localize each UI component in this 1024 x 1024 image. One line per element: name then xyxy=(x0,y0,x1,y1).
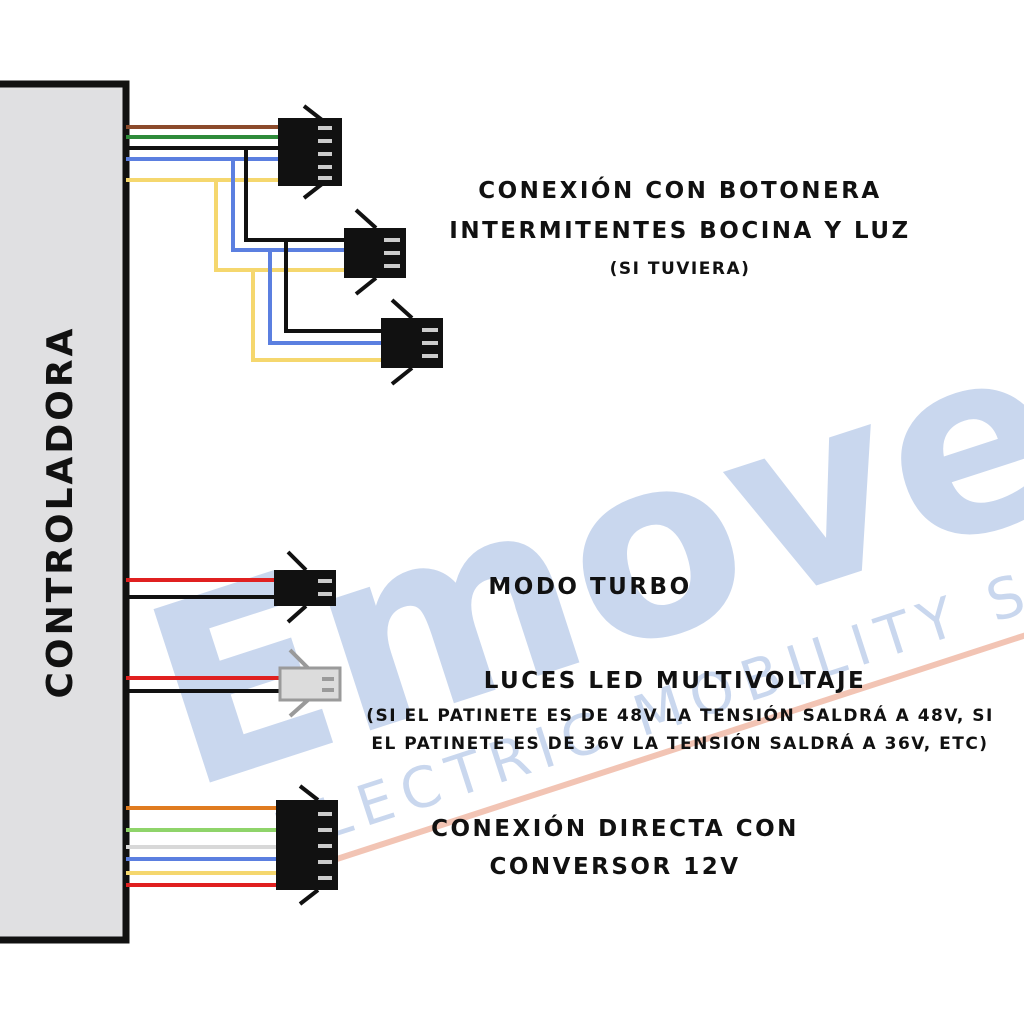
connector-botonera-branch2 xyxy=(381,298,443,386)
watermark-accent-line xyxy=(326,624,1024,865)
turbo-label: MODO TURBO xyxy=(488,574,692,600)
converter-wires xyxy=(126,806,278,887)
botonera-title-line2: INTERMITENTES BOCINA Y LUZ xyxy=(449,218,911,244)
converter-title-line1: CONEXIÓN DIRECTA CON xyxy=(431,816,799,842)
wire-black-branch1 xyxy=(244,148,345,242)
connector-botonera-branch1 xyxy=(344,208,406,296)
wire-yellow-branch2 xyxy=(251,270,382,362)
converter-title-line2: CONVERSOR 12V xyxy=(489,854,741,880)
connector-botonera-main xyxy=(278,104,342,200)
controller-box xyxy=(0,80,130,944)
wire-blue-branch1 xyxy=(231,159,345,252)
connector-led xyxy=(278,648,342,718)
led-note-line2: EL PATINETE ES DE 36V LA TENSIÓN SALDRÁ … xyxy=(371,734,989,754)
wire-yellow-branch1 xyxy=(214,180,345,272)
wire-black-branch2 xyxy=(284,240,382,333)
connector-turbo xyxy=(274,550,336,624)
led-note-line1: (SI EL PATINETE ES DE 48V LA TENSIÓN SAL… xyxy=(366,706,994,726)
botonera-title-line1: CONEXIÓN CON BOTONERA xyxy=(478,178,882,204)
led-title: LUCES LED MULTIVOLTAJE xyxy=(483,668,867,694)
botonera-wires xyxy=(126,125,382,362)
turbo-led-wires xyxy=(126,578,280,693)
botonera-note: (SI TUVIERA) xyxy=(609,259,751,279)
controller-label: CONTROLADORA xyxy=(40,326,81,699)
connector-converter xyxy=(276,784,338,906)
wire-blue-branch2 xyxy=(268,250,382,345)
